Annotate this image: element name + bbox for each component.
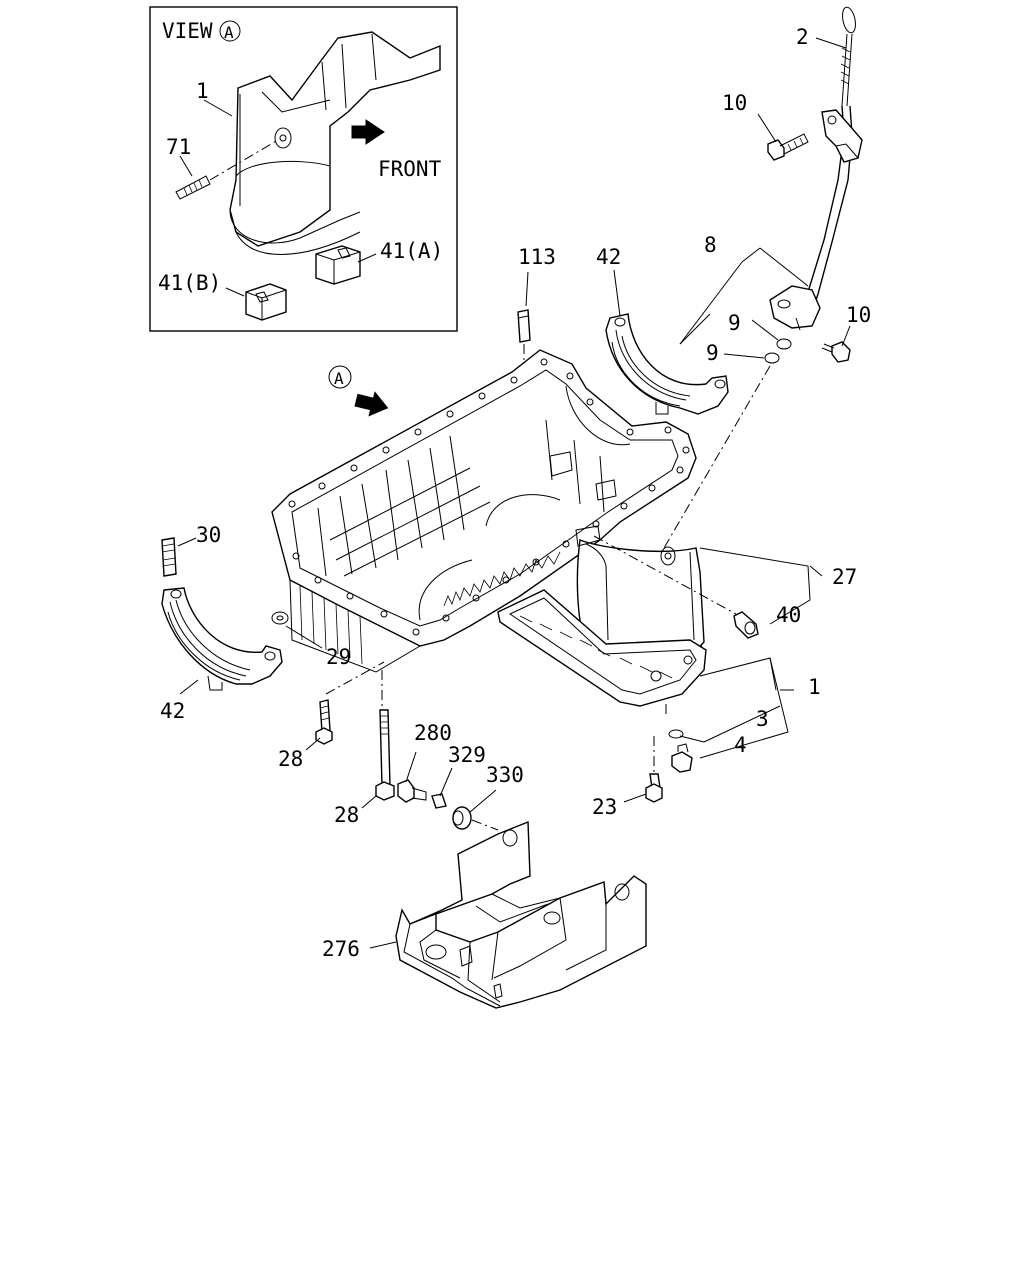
callout-42-top: 42 — [596, 245, 621, 269]
inset-oil-pan-end — [229, 31, 441, 255]
front-arrow — [351, 119, 385, 145]
callout-10-right: 10 — [846, 303, 871, 327]
stud-30 — [161, 537, 177, 577]
view-a-marker-letter: A — [334, 369, 344, 388]
pan-internal-ribs — [317, 419, 617, 577]
bolt-23 — [645, 736, 663, 803]
callout-4: 4 — [734, 733, 747, 757]
bearing-cap-42-top — [605, 313, 729, 415]
view-a-inset: VIEW A FRONT — [149, 6, 458, 332]
callout-1-main: 1 — [808, 675, 821, 699]
callout-23: 23 — [592, 795, 617, 819]
oil-level-guide-8 — [769, 105, 863, 331]
callout-28-left: 28 — [278, 747, 303, 771]
callout-8: 8 — [704, 233, 717, 257]
callout-41a: 41(A) — [380, 239, 443, 263]
bolt-40 — [593, 535, 759, 639]
bolt-28-long — [375, 670, 395, 801]
callout-29: 29 — [326, 645, 351, 669]
callout-1-inset: 1 — [196, 79, 209, 103]
collar-329 — [431, 793, 447, 809]
skid-plate-276 — [395, 820, 647, 1009]
bolt-280 — [397, 779, 427, 803]
bolt-28-short — [315, 661, 385, 745]
callout-40: 40 — [776, 603, 801, 627]
callout-280: 280 — [414, 721, 452, 745]
front-label: FRONT — [378, 157, 442, 181]
callout-2: 2 — [796, 25, 809, 49]
gasket-3 — [665, 704, 684, 739]
rubber-mount-330 — [452, 806, 499, 831]
callout-9-lower: 9 — [706, 341, 719, 365]
view-a-title: VIEW — [162, 19, 213, 43]
bolt-10-top — [767, 133, 809, 161]
callout-27: 27 — [832, 565, 857, 589]
view-a-arrow-icon — [354, 391, 389, 417]
flange-bolt-holes — [288, 358, 690, 636]
callout-28-mid: 28 — [334, 803, 359, 827]
callout-10-top: 10 — [722, 91, 747, 115]
o-ring-9-lower — [764, 352, 780, 364]
bearing-cap-42-left — [161, 587, 283, 691]
view-a-frame — [149, 6, 458, 332]
drain-plug-4 — [671, 743, 693, 773]
callout-113: 113 — [518, 245, 556, 269]
view-a-circle-letter: A — [224, 23, 234, 42]
callout-41b: 41(B) — [158, 271, 221, 295]
o-ring-9-upper — [776, 338, 792, 350]
callout-329: 329 — [448, 743, 486, 767]
callout-276: 276 — [322, 937, 360, 961]
clip-41b — [245, 283, 287, 321]
oil-pan-1 — [271, 349, 707, 707]
callout-71: 71 — [166, 135, 191, 159]
callout-30: 30 — [196, 523, 221, 547]
clip-41a — [315, 245, 361, 285]
bolt-10-right — [821, 341, 851, 363]
view-a-marker-circle — [328, 365, 352, 389]
callout-3: 3 — [756, 707, 769, 731]
view-a-marker: A — [328, 365, 389, 417]
callout-9-upper: 9 — [728, 311, 741, 335]
oil-level-gauge-2 — [840, 6, 856, 107]
inset-stud-71 — [175, 139, 279, 200]
washer-29 — [271, 611, 289, 625]
callout-42-left: 42 — [160, 699, 185, 723]
callout-330: 330 — [486, 763, 524, 787]
leader-lines — [177, 37, 851, 949]
view-a-circle — [219, 20, 241, 42]
